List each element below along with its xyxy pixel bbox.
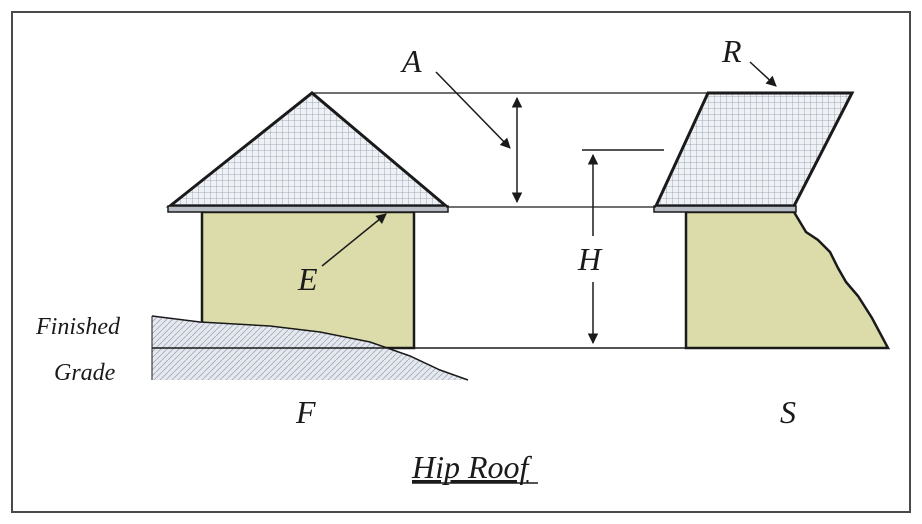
- diagram-title: Hip Roof: [411, 449, 533, 485]
- label-r: R: [721, 33, 742, 69]
- finished-grade-line: [151, 315, 469, 381]
- a-leader-arrow: [435, 71, 511, 149]
- r-leader-arrow: [749, 61, 777, 87]
- label-h: H: [577, 241, 603, 277]
- label-finished: Finished: [35, 314, 121, 340]
- label-a: A: [400, 43, 422, 79]
- dimension-lines: [152, 71, 888, 349]
- label-f: F: [295, 394, 316, 430]
- e-leader-arrow: [321, 213, 387, 267]
- label-s: S: [780, 394, 796, 430]
- front-eave: [167, 205, 449, 213]
- label-grade: Grade: [54, 360, 116, 386]
- side-view: [653, 61, 891, 350]
- side-eave: [653, 205, 797, 213]
- label-e: E: [297, 261, 318, 297]
